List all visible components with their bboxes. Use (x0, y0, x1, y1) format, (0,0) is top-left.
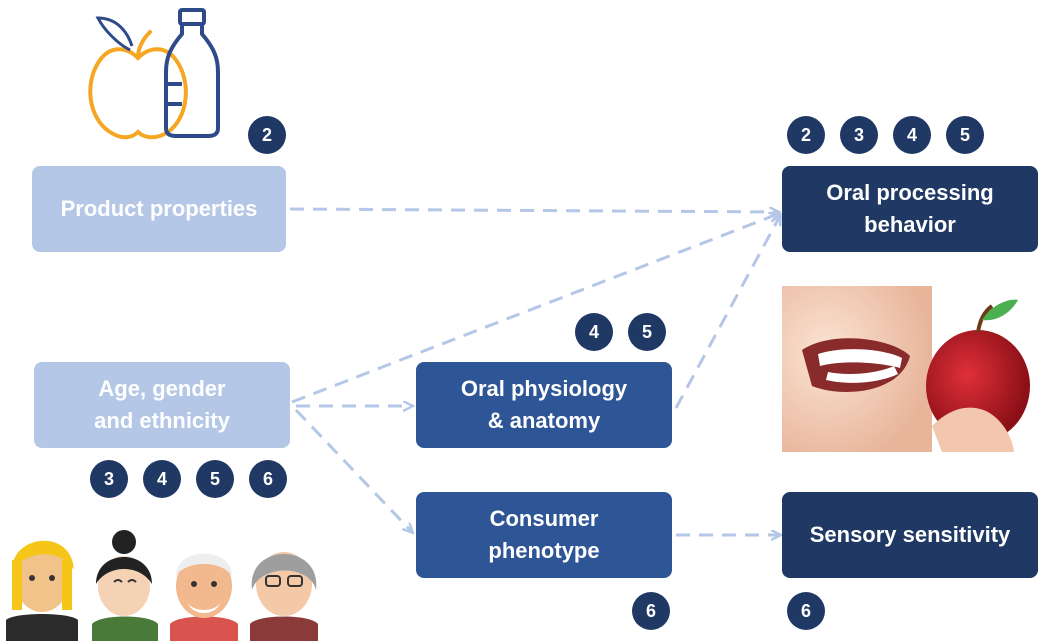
arrow-product-to-oral-processing (289, 209, 778, 212)
sensory-sensitivity-label: Sensory sensitivity (809, 522, 1011, 547)
arrow-physiology-to-oral-processing (674, 216, 780, 409)
oral-physiology-label-line2: & anatomy (487, 408, 601, 433)
avatar-asian-woman (92, 530, 158, 641)
badge-age-1: 3 (90, 460, 128, 498)
apple-icon (88, 30, 188, 140)
oral-physiology-anatomy-box: Oral physiology & anatomy (416, 362, 672, 448)
consumer-phenotype-label-line1: Consumer (489, 506, 599, 531)
badge-sensory: 6 (787, 592, 825, 630)
people-avatars-icon (6, 530, 318, 641)
arrow-age-to-consumer (294, 408, 412, 532)
oral-processing-label-line2: behavior (864, 212, 956, 237)
badge-oral-physiology-2: 5 (628, 313, 666, 351)
badge-product: 2 (248, 116, 286, 154)
badge-age-4: 6 (249, 460, 287, 498)
avatar-old-man (170, 553, 238, 641)
age-label-line1: Age, gender (98, 376, 226, 401)
sensory-sensitivity-box: Sensory sensitivity (782, 492, 1038, 578)
apple-bottle-icon (88, 8, 220, 140)
badge-oral-processing-2: 3 (840, 116, 878, 154)
badge-oral-processing-4: 5 (946, 116, 984, 154)
avatar-old-woman (250, 552, 318, 641)
oral-processing-behavior-box: Oral processing behavior (782, 166, 1038, 252)
consumer-phenotype-label-line2: phenotype (488, 538, 600, 563)
mouth-biting-apple-image (782, 286, 1030, 452)
consumer-phenotype-box: Consumer phenotype (416, 492, 672, 578)
badge-consumer: 6 (632, 592, 670, 630)
badge-oral-processing-3: 4 (893, 116, 931, 154)
badge-age-2: 4 (143, 460, 181, 498)
oral-physiology-label-line1: Oral physiology (460, 376, 628, 401)
avatar-blonde (6, 540, 78, 641)
age-gender-ethnicity-box: Age, gender and ethnicity (34, 362, 290, 448)
badge-oral-processing-1: 2 (787, 116, 825, 154)
badge-oral-physiology-1: 4 (575, 313, 613, 351)
oral-processing-label-line1: Oral processing (826, 180, 994, 205)
age-label-line2: and ethnicity (94, 408, 230, 433)
product-properties-label: Product properties (60, 196, 258, 221)
badge-age-3: 5 (196, 460, 234, 498)
water-bottle-icon (164, 8, 220, 138)
product-properties-box: Product properties (32, 166, 286, 252)
arrow-age-to-oral-processing (291, 214, 778, 404)
